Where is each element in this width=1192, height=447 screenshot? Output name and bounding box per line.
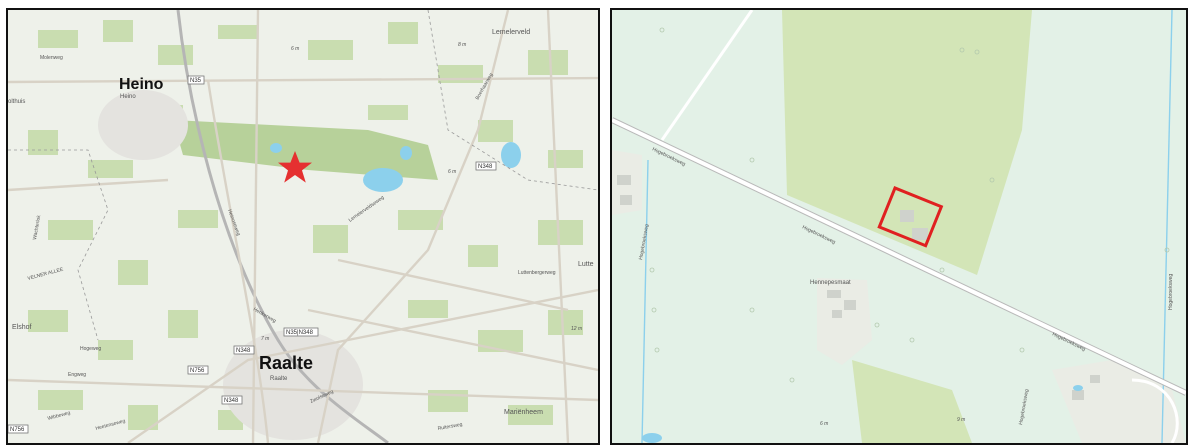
tree-dots xyxy=(649,27,1170,383)
label-lemelerveld: Lemelerveld xyxy=(492,29,530,36)
road-shield-n756-edge: N756 xyxy=(8,424,29,434)
water-bodies xyxy=(270,142,521,192)
svg-text:N35: N35 xyxy=(190,78,202,84)
road-hogebroeksweg xyxy=(612,118,1186,395)
label-raalte-sub: Raalte xyxy=(270,376,288,382)
label-elev-a: 6 m xyxy=(820,421,828,427)
label-holthuis: olthuis xyxy=(8,99,25,105)
pond-southeast xyxy=(1073,385,1083,391)
road-north-branch xyxy=(660,10,754,141)
star-icon[interactable] xyxy=(278,151,312,183)
label-wachterlok: Wachterlok xyxy=(32,214,42,240)
label-hogebroeksweg-right: Hogebroeksweg xyxy=(1168,274,1174,310)
square-outline-icon[interactable] xyxy=(877,186,944,248)
label-elev-b: 9 m xyxy=(957,417,965,423)
town-label-raalte: Raalte xyxy=(259,353,313,373)
boundary-lines xyxy=(8,10,598,341)
label-elshof: Elshof xyxy=(12,324,32,331)
road-shield-n35-top: N35 xyxy=(187,75,205,85)
buildings xyxy=(617,175,1100,400)
farmyard-hennepesmaat xyxy=(817,278,872,365)
label-elev-e: 7 m xyxy=(261,336,269,342)
label-marienheem: Mariënheem xyxy=(504,409,543,416)
label-engweg: Engweg xyxy=(68,372,86,378)
forest-parcel-south xyxy=(852,360,972,443)
railway-line xyxy=(176,10,389,443)
road-shield-n348-top: N348 xyxy=(475,161,497,171)
detail-map-canvas: Hogebroeksweg Hogebroeksweg Hogebroekswe… xyxy=(612,10,1186,443)
svg-text:N348: N348 xyxy=(478,164,493,170)
forest-parcel xyxy=(782,10,1032,275)
road-shield-n348-mid: N348 xyxy=(233,345,255,355)
label-molenweg: Molenweg xyxy=(40,55,63,61)
detail-map[interactable]: Hogebroeksweg Hogebroeksweg Hogebroekswe… xyxy=(610,8,1188,445)
ditch-west xyxy=(641,159,649,443)
forest-band xyxy=(173,120,438,180)
pond-southwest xyxy=(642,433,662,443)
label-elev-c: 6 m xyxy=(448,169,456,175)
ditch-east xyxy=(1161,10,1173,443)
town-label-heino: Heino xyxy=(119,76,164,93)
label-elev-b: 8 m xyxy=(458,42,466,48)
label-hennepesmaat: Hennepesmaat xyxy=(810,280,851,286)
label-heino-sub: Heino xyxy=(120,94,136,100)
heino-builtup xyxy=(98,90,188,160)
label-wibbeweg: Wibbeweg xyxy=(47,410,71,422)
road-shield-n756: N756 xyxy=(187,365,209,375)
overview-map-canvas: Heino Raalte Heino Raalte Lemelerveld El… xyxy=(8,10,598,443)
label-elev-d: 12 m xyxy=(571,326,582,332)
svg-text:N348: N348 xyxy=(224,398,239,404)
road-network xyxy=(8,10,598,443)
label-luttenbergerweg: Luttenbergerweg xyxy=(518,270,556,276)
label-lutte: Lutte xyxy=(578,261,594,268)
svg-text:N35|N348: N35|N348 xyxy=(286,330,314,336)
farmyard-southeast xyxy=(1052,360,1186,443)
road-shield-n35-n348: N35|N348 xyxy=(283,327,319,337)
overview-map[interactable]: Heino Raalte Heino Raalte Lemelerveld El… xyxy=(6,8,600,445)
road-southeast-loop xyxy=(1131,378,1179,443)
label-hogeweg: Hogeweg xyxy=(80,346,101,352)
label-ruitersweg: Ruitersweg xyxy=(437,422,463,432)
svg-text:N756: N756 xyxy=(10,427,25,433)
road-shield-n348-bottom: N348 xyxy=(221,395,243,405)
svg-text:N756: N756 xyxy=(190,368,205,374)
label-elev-a: 6 m xyxy=(291,46,299,52)
svg-text:N348: N348 xyxy=(236,348,251,354)
